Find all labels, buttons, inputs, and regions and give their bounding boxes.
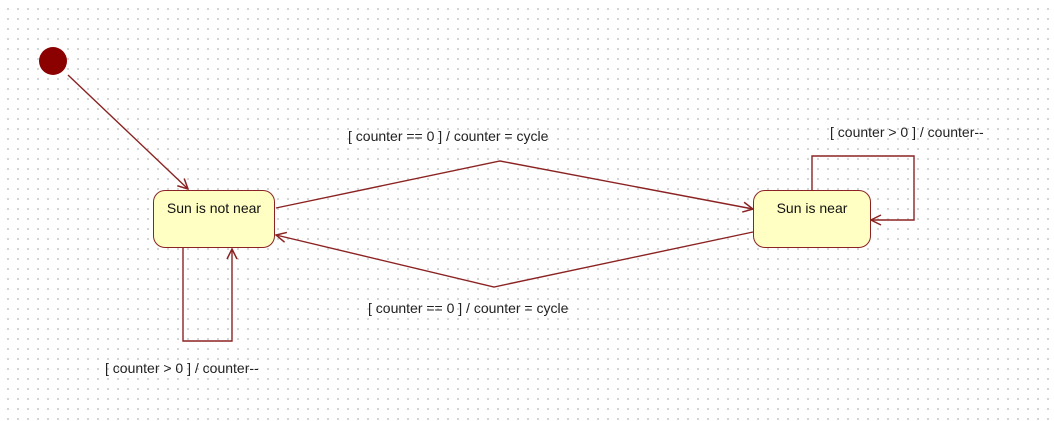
near-self-loop-arrow[interactable]: [811, 155, 915, 220]
transition-near-to-not-near-label: [ counter == 0 ] / counter = cycle: [368, 300, 569, 316]
transition-near-to-not-near-arrow[interactable]: [276, 231, 754, 288]
transition-not-near-to-near-arrow[interactable]: [275, 160, 753, 209]
state-sun-not-near-label: Sun is not near: [166, 200, 262, 216]
initial-transition-arrow[interactable]: [67, 74, 188, 189]
not-near-self-loop-label: [ counter > 0 ] / counter--: [105, 360, 259, 376]
state-sun-near-label: Sun is near: [776, 200, 848, 216]
not-near-self-loop-arrow[interactable]: [182, 248, 232, 342]
transition-not-near-to-near-label: [ counter == 0 ] / counter = cycle: [348, 128, 549, 144]
state-sun-near[interactable]: Sun is near: [753, 190, 871, 248]
near-self-loop-label: [ counter > 0 ] / counter--: [830, 124, 984, 140]
state-sun-not-near[interactable]: Sun is not near: [153, 190, 275, 248]
initial-state-node[interactable]: [39, 47, 67, 75]
